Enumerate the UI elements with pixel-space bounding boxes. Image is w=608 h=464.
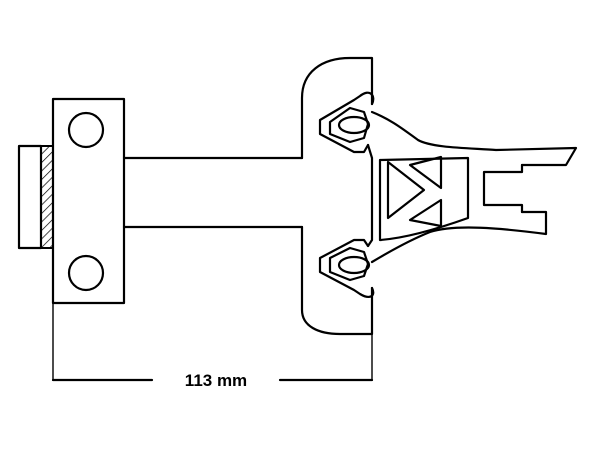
lower-eyelet [337, 255, 371, 275]
triangle-marker-left [386, 160, 426, 220]
triangle-marker-upper [408, 155, 443, 190]
triangle-marker-lower [408, 198, 443, 228]
shaft [122, 156, 304, 229]
dimension-line: 113 mm [51, 303, 374, 390]
mounting-block [51, 97, 126, 305]
upper-eyelet [337, 115, 371, 135]
dimension-label: 113 mm [185, 371, 247, 390]
lower-bolt-hole [67, 254, 105, 292]
bracket-housing [300, 56, 578, 336]
end-cap [17, 144, 54, 250]
upper-bolt-hole [67, 111, 105, 149]
